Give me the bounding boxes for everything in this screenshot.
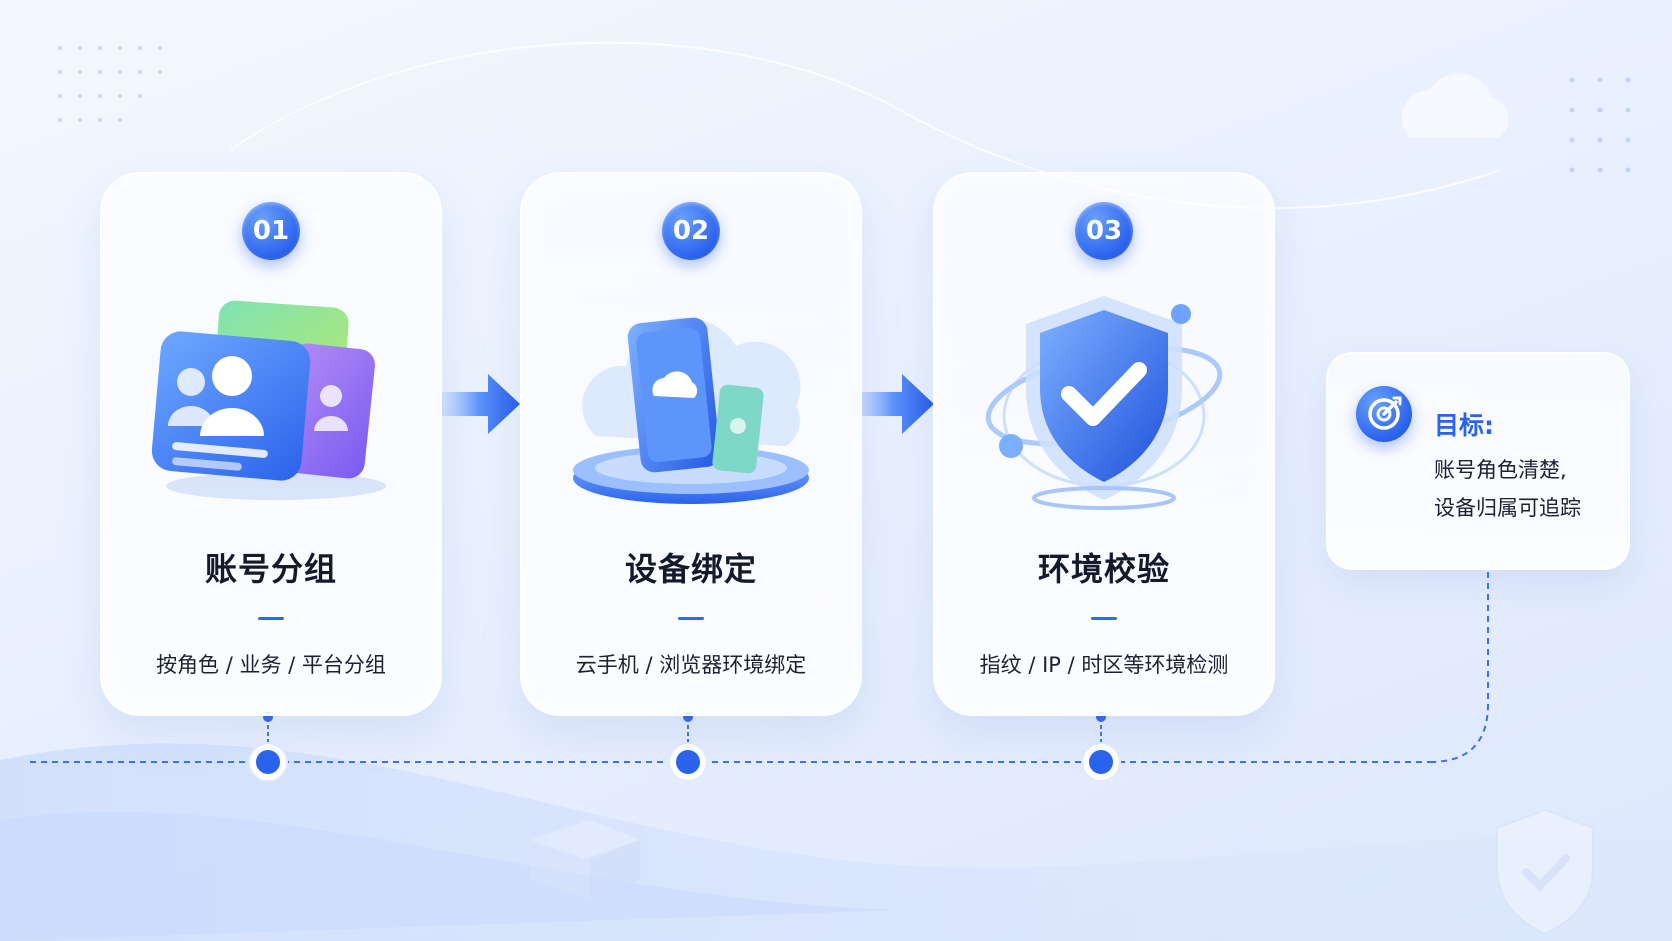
- step-card-3: 03 环境校验 指纹 / IP / 时区等环境检测: [933, 172, 1275, 716]
- cloud-phone-icon: [573, 317, 809, 504]
- step-description: 指纹 / IP / 时区等环境检测: [979, 653, 1229, 677]
- step-number-badge: 01: [242, 202, 300, 260]
- timeline-node-3: [1081, 742, 1121, 782]
- goal-card: 目标: 账号角色清楚, 设备归属可追踪: [1326, 352, 1630, 570]
- step-card-1: 01 账号分组 按角色 / 业务 / 平台分组: [100, 172, 442, 716]
- shield-decoration-icon: [1496, 808, 1594, 936]
- cube-decoration-icon: [530, 820, 640, 900]
- step-card-2: 02 设备绑定 云手机 / 浏览器环境绑定: [520, 172, 862, 716]
- title-divider: [258, 617, 284, 620]
- step-number-badge: 02: [662, 202, 720, 260]
- step-description: 云手机 / 浏览器环境绑定: [575, 653, 807, 677]
- shield-check-icon: [985, 296, 1223, 510]
- account-cards-icon: [151, 300, 386, 500]
- cloud-decoration-icon: [1401, 73, 1509, 138]
- goal-label: 目标:: [1434, 411, 1494, 440]
- timeline-node-2: [668, 742, 708, 782]
- title-divider: [1091, 617, 1117, 620]
- step-title: 账号分组: [204, 550, 337, 588]
- step-title: 设备绑定: [624, 550, 757, 588]
- dot-pattern: [58, 46, 1631, 173]
- step-number-badge: 03: [1075, 202, 1133, 260]
- timeline-node-1: [248, 742, 288, 782]
- title-divider: [678, 617, 704, 620]
- arrow-right-icon: [438, 374, 520, 434]
- goal-line-2: 设备归属可追踪: [1434, 496, 1581, 520]
- target-icon: [1356, 386, 1412, 442]
- arrow-right-icon: [852, 374, 934, 434]
- step-title: 环境校验: [1037, 550, 1170, 588]
- goal-line-1: 账号角色清楚,: [1434, 458, 1567, 482]
- step-description: 按角色 / 业务 / 平台分组: [156, 653, 386, 677]
